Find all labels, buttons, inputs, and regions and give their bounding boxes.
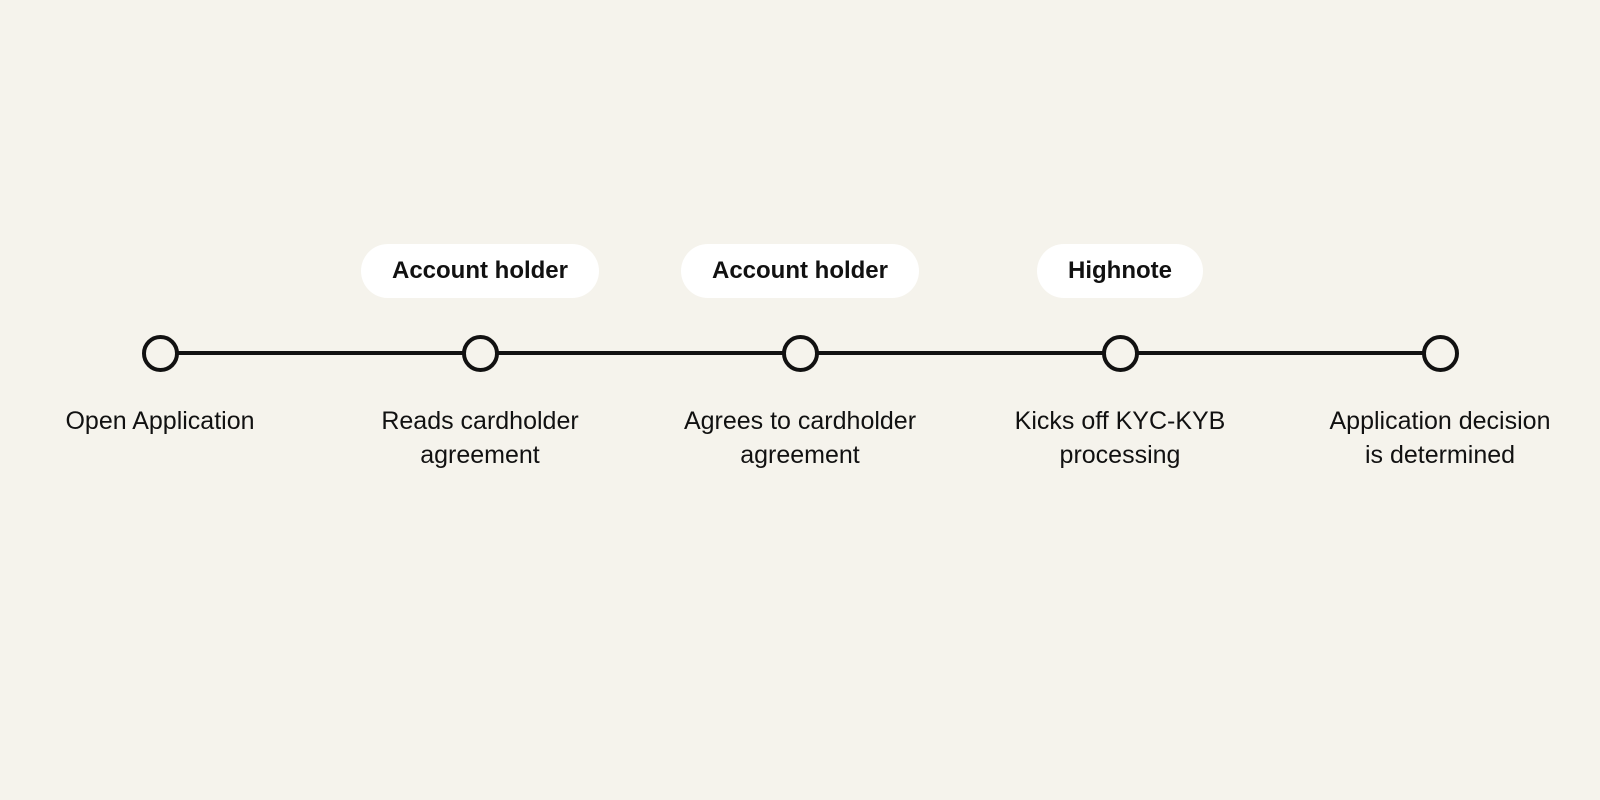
step-node-circle [461, 335, 499, 372]
step-label-line: Open Application [65, 407, 255, 435]
step-open-application: Open Application [0, 0, 320, 800]
step-application-decision: Application decision is determined [1280, 0, 1600, 800]
step-label-line: is determined [1364, 441, 1516, 469]
step-reads-agreement: Account holder Reads cardholder agreemen… [320, 0, 640, 800]
actor-pill: Highnote [1037, 244, 1203, 298]
step-label-line: agreement [740, 441, 860, 469]
step-node-circle [141, 335, 179, 372]
step-label-line: processing [1059, 441, 1181, 469]
actor-pill: Account holder [360, 244, 600, 298]
step-node-circle [1101, 335, 1139, 372]
step-label-line: Kicks off KYC-KYB [1014, 407, 1226, 435]
step-label: Reads cardholder agreement [320, 404, 640, 472]
step-label-line: agreement [420, 441, 540, 469]
step-agrees-agreement: Account holder Agrees to cardholder agre… [640, 0, 960, 800]
step-label: Kicks off KYC-KYB processing [960, 404, 1280, 472]
step-kyc-kyb-processing: Highnote Kicks off KYC-KYB processing [960, 0, 1280, 800]
step-node-circle [781, 335, 819, 372]
step-label-line: Application decision [1329, 407, 1551, 435]
step-label: Agrees to cardholder agreement [640, 404, 960, 472]
step-label-line: Agrees to cardholder [683, 407, 917, 435]
actor-pill: Account holder [680, 244, 920, 298]
step-node-circle [1421, 335, 1459, 372]
step-label-line: Reads cardholder [381, 407, 579, 435]
step-label: Application decision is determined [1280, 404, 1600, 472]
step-label: Open Application [0, 404, 320, 438]
